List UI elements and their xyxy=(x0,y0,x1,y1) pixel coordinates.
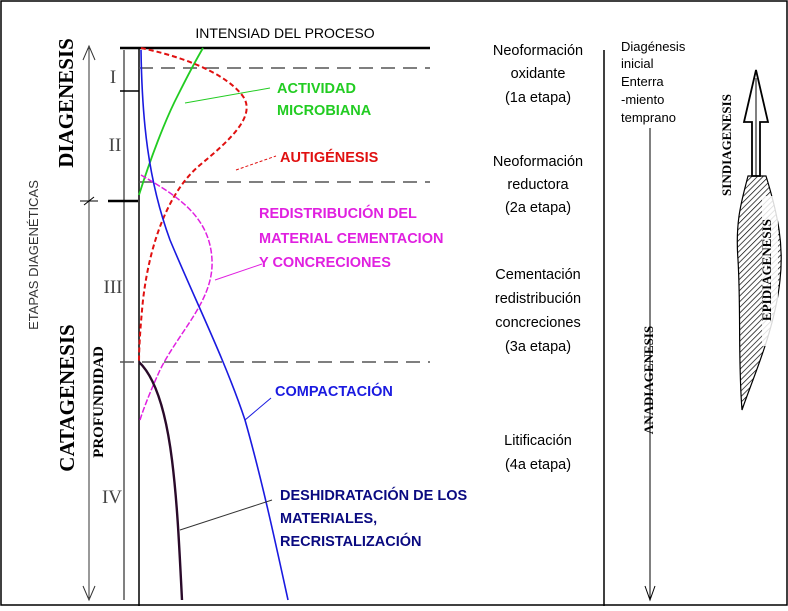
stage-3-line-4: (3a etapa) xyxy=(505,339,571,355)
anadiagenesis-arrow xyxy=(644,128,656,602)
dehydration-label-line-2: MATERIALES, xyxy=(280,511,377,527)
epidiagenesis-label: EPIDIAGENESIS xyxy=(759,219,774,321)
stage-numeral-4: IV xyxy=(102,487,122,508)
stage-1-line-2: oxidante xyxy=(511,66,566,82)
dehydration-label-line-3: RECRISTALIZACIÓN xyxy=(280,532,422,550)
diagenesis-note-line-4: -miento xyxy=(621,92,664,107)
dehydration-label-line-1: DESHIDRATACIÓN DE LOS xyxy=(280,486,467,504)
microbial-activity-leader xyxy=(184,87,271,104)
stage-numeral-3: III xyxy=(104,277,123,298)
redistribution-label-line-1: REDISTRIBUCIÓN DEL xyxy=(259,204,417,222)
profundidad-label: PROFUNDIDAD xyxy=(91,346,107,458)
stage-4-line-1: Litificación xyxy=(504,433,572,449)
dehydration-leader xyxy=(179,499,273,531)
stage-2-line-1: Neoformación xyxy=(493,154,583,170)
diagenesis-note-line-3: Enterra xyxy=(621,74,664,89)
microbial-activity-label-line-2: MICROBIANA xyxy=(277,103,372,119)
dehydration-curve xyxy=(138,361,184,601)
anadiagenesis-label: ANADIAGENESIS xyxy=(641,326,656,434)
autigenesis-curve xyxy=(138,47,248,363)
stage-3-line-2: redistribución xyxy=(495,291,581,307)
stage-3-line-1: Cementación xyxy=(495,267,580,283)
stage-3-line-3: concreciones xyxy=(495,315,580,331)
sindiagenesis-arrow xyxy=(742,69,770,177)
redistribution-label-line-3: Y CONCRECIONES xyxy=(259,255,391,271)
catagenesis-label: CATAGENESIS xyxy=(55,324,79,471)
microbial-activity-label-line-1: ACTIVIDAD xyxy=(277,81,356,97)
compaction-label: COMPACTACIÓN xyxy=(275,382,393,400)
autigenesis-leader xyxy=(235,155,277,171)
redistribution-label-line-2: MATERIAL CEMENTACION xyxy=(259,231,443,247)
diagenesis-note-line-2: inicial xyxy=(621,56,654,71)
stage-2-line-3: (2a etapa) xyxy=(505,200,571,216)
stage-4-line-2: (4a etapa) xyxy=(505,457,571,473)
stage-numeral-1: I xyxy=(110,67,116,88)
stage-2-line-2: reductora xyxy=(507,177,569,193)
process-intensity-title: INTENSIAD DEL PROCESO xyxy=(195,25,374,41)
depth-double-arrow xyxy=(82,44,96,602)
diagenesis-note-line-1: Diagénesis xyxy=(621,39,686,54)
diagenesis-note-line-5: temprano xyxy=(621,110,676,125)
compaction-curve xyxy=(140,49,289,601)
redistribution-curve xyxy=(139,174,213,421)
etapas-diageneticas-label: ETAPAS DIAGENÉTICAS xyxy=(26,180,41,330)
stage-numeral-2: II xyxy=(109,135,122,156)
stage-1-line-1: Neoformación xyxy=(493,43,583,59)
autigenesis-label: AUTIGÉNESIS xyxy=(280,149,379,166)
compaction-leader xyxy=(244,397,272,421)
redistribution-leader xyxy=(214,263,263,281)
diagenesis-boundary-tick xyxy=(80,196,138,206)
stage-1-line-3: (1a etapa) xyxy=(505,90,571,106)
diagenesis-label: DIAGENESIS xyxy=(54,38,78,168)
epidiagenesis-label-backdrop xyxy=(762,196,778,346)
sindiagenesis-label: SINDIAGENESIS xyxy=(719,94,734,196)
microbial-activity-curve xyxy=(138,47,204,196)
